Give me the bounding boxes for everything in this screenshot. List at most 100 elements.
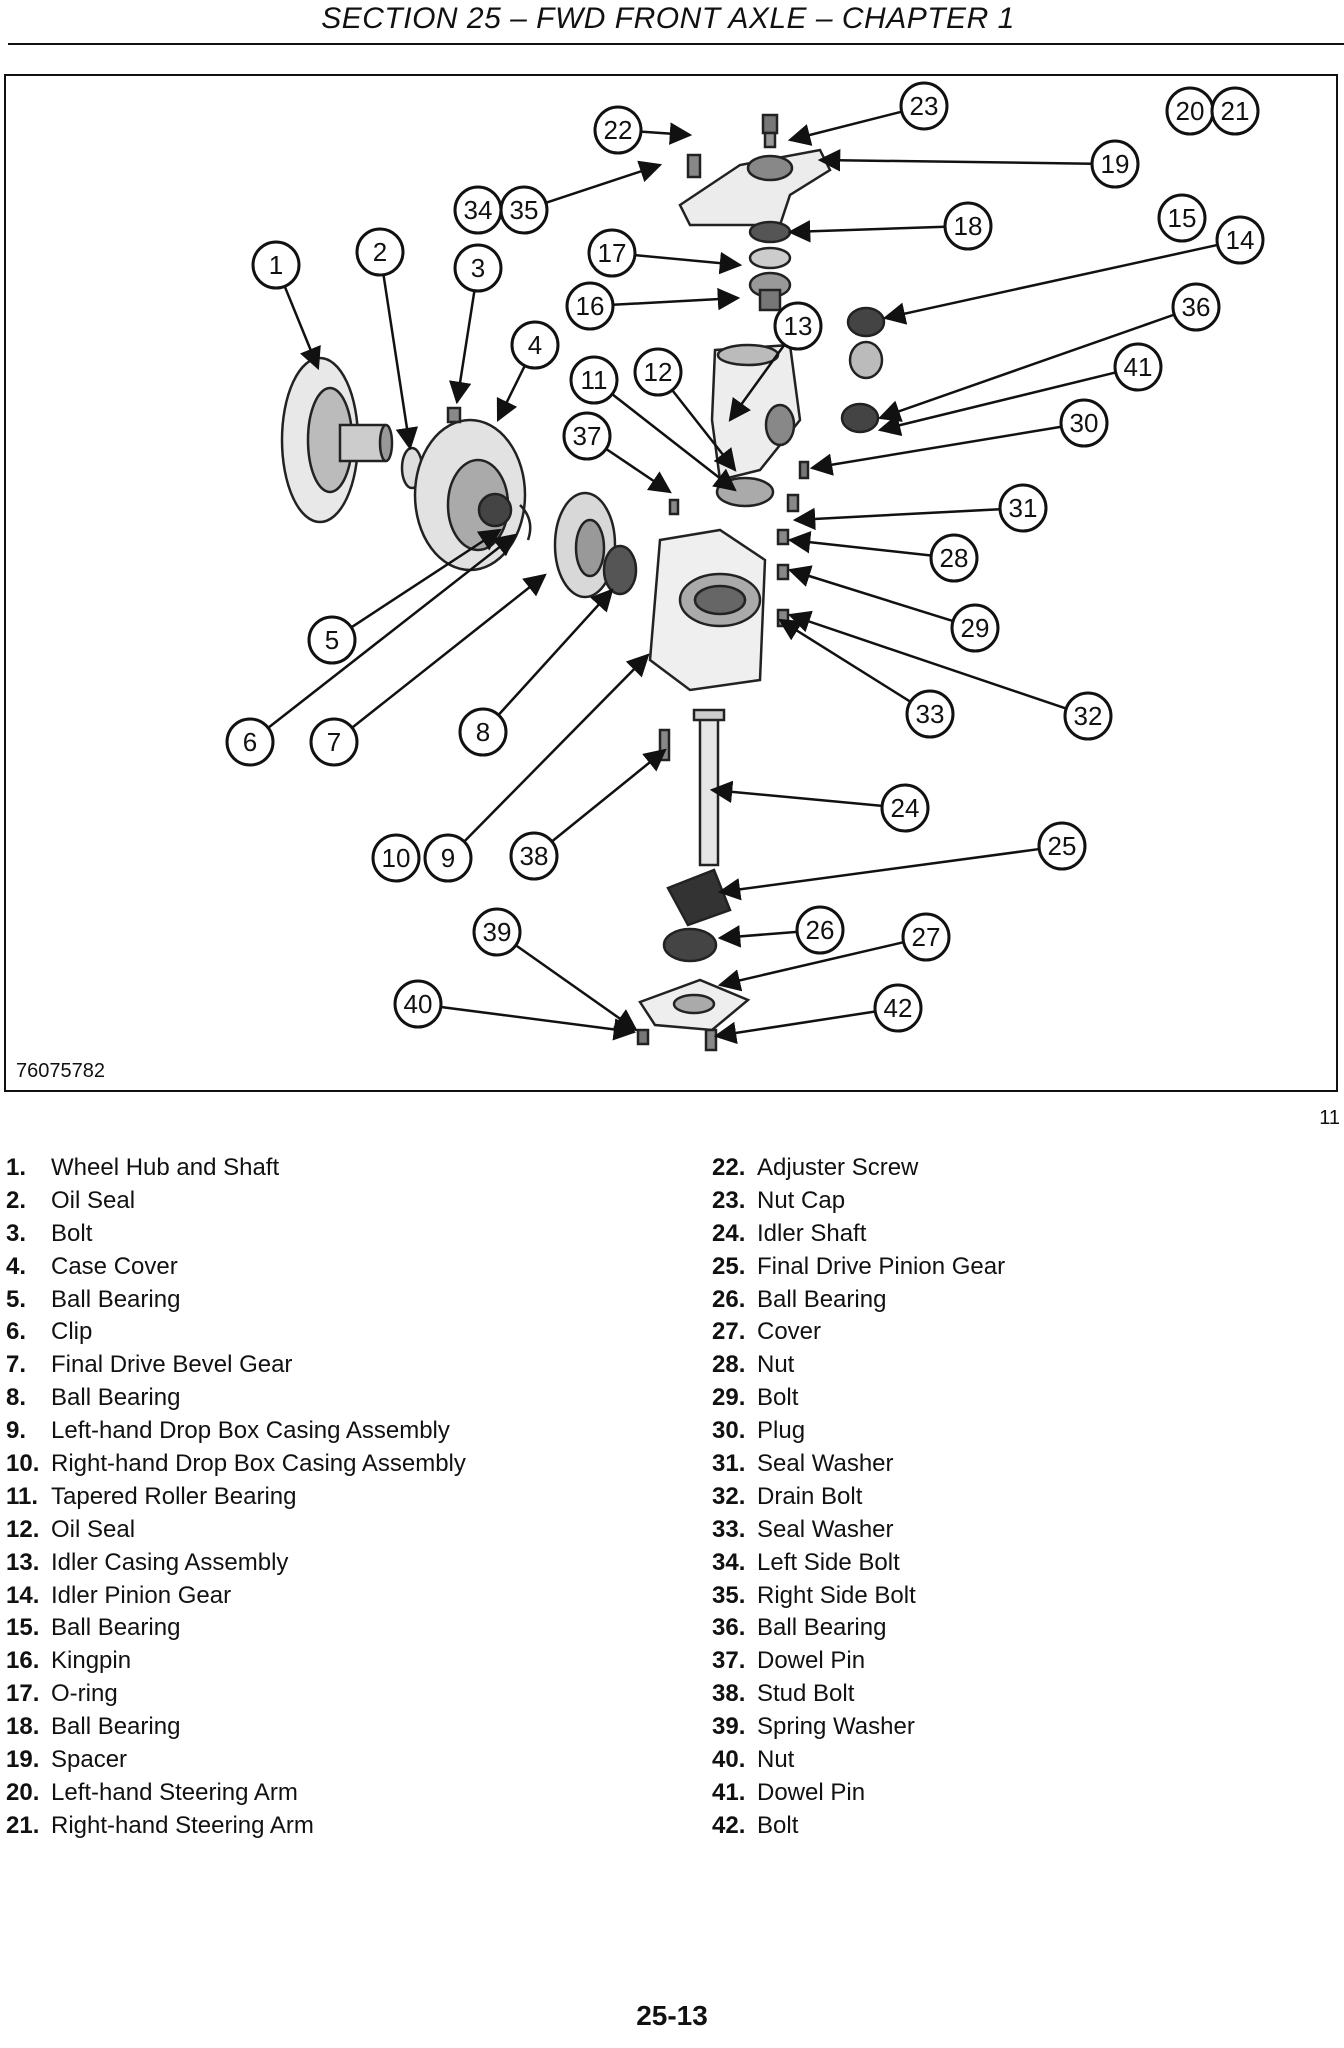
callout-label: 19 xyxy=(1101,149,1130,179)
legend-number: 18. xyxy=(6,1713,40,1741)
callout-label: 6 xyxy=(243,727,257,757)
legend-number: 20. xyxy=(6,1778,40,1806)
callout-circle xyxy=(355,227,405,277)
callout-label: 41 xyxy=(1124,352,1153,382)
idler-shaft-part xyxy=(692,708,726,867)
callout-leader-line xyxy=(515,944,638,1032)
callout-leader-line xyxy=(351,573,547,729)
callout-circle xyxy=(569,355,619,405)
legend-number: 26. xyxy=(712,1285,746,1313)
legend-label: Stud Bolt xyxy=(757,1680,855,1708)
legend-item: 7. Final Drive Bevel Gear xyxy=(6,1349,466,1382)
legend-item: 31.Seal Washer xyxy=(712,1448,1005,1481)
legend-number: 41. xyxy=(712,1778,746,1806)
legend-number: 42. xyxy=(712,1811,746,1839)
callout-circle xyxy=(899,81,949,131)
clip-part xyxy=(519,504,532,541)
callout-leader-line xyxy=(497,588,614,716)
callout-leader-line xyxy=(778,618,912,703)
callout-circle xyxy=(251,240,301,290)
legend-number: 7. xyxy=(6,1351,27,1379)
legend-item: 37.Dowel Pin xyxy=(712,1645,1005,1678)
legend-item: 29.Bolt xyxy=(712,1382,1005,1415)
legend-number: 1. xyxy=(6,1154,27,1181)
legend-item: 20. Left-hand Steering Arm xyxy=(6,1777,466,1810)
legend-label: Kingpin xyxy=(51,1647,132,1675)
legend-number: 15. xyxy=(6,1614,40,1642)
callout-circle xyxy=(499,185,549,235)
callout-label: 21 xyxy=(1221,96,1250,126)
callout-leader-line xyxy=(787,531,932,557)
callout-circle xyxy=(1157,193,1207,243)
callout-leader-line xyxy=(728,343,786,422)
callout-label: 37 xyxy=(573,421,602,451)
legend-label: Final Drive Pinion Gear xyxy=(757,1252,1006,1280)
callout-circle xyxy=(309,717,359,767)
callout-leader-line xyxy=(671,389,737,472)
legend-label: Ball Bearing xyxy=(51,1384,181,1412)
legend-item: 34.Left Side Bolt xyxy=(712,1547,1005,1580)
legend-number: 38. xyxy=(712,1680,746,1708)
callout-label: 27 xyxy=(912,922,941,952)
nut-part xyxy=(636,1028,650,1046)
figure-code: 76075782 xyxy=(16,1060,105,1082)
legend-label: Left-hand Steering Arm xyxy=(51,1778,298,1806)
callout-leader-line xyxy=(449,290,476,405)
legend-number: 12. xyxy=(6,1515,40,1543)
callout-leader-line xyxy=(877,371,1116,437)
callout-leader-line xyxy=(882,243,1218,325)
legend-number: 10. xyxy=(6,1450,40,1478)
legend-label: Ball Bearing xyxy=(51,1285,181,1313)
legend-number: 22. xyxy=(712,1154,746,1181)
callout-leader-line xyxy=(709,780,883,808)
legend-label: Final Drive Bevel Gear xyxy=(51,1351,293,1379)
idler-pinion-gear-part xyxy=(848,340,884,380)
legend-item: 21.Right-hand Steering Arm xyxy=(6,1810,466,1843)
pinion-gear-part xyxy=(666,868,732,927)
callout-leader-line xyxy=(792,507,1001,531)
legend-item: 42. Bolt xyxy=(712,1810,1005,1843)
callout-circle xyxy=(371,833,421,883)
legend-item: 18.Ball Bearing xyxy=(6,1711,466,1744)
callout-leader-line xyxy=(717,925,798,948)
legend-item: 41.Dowel Pin xyxy=(712,1777,1005,1810)
legend-label: Adjuster Screw xyxy=(757,1154,919,1181)
legend-number: 23. xyxy=(712,1186,746,1214)
legend-number: 9. xyxy=(6,1417,27,1445)
legend-item: 22. Adjuster Screw xyxy=(712,1152,1005,1185)
legend-number: 34. xyxy=(712,1548,746,1576)
legend-item: 6.Clip xyxy=(6,1316,466,1349)
ball-bearing-26-part xyxy=(662,927,718,963)
callout-label: 13 xyxy=(784,311,813,341)
callout-leader-line xyxy=(382,274,419,451)
legend-item: 12.Oil Seal xyxy=(6,1514,466,1547)
bolt-part xyxy=(704,1028,718,1052)
callout-circle xyxy=(901,912,951,962)
legend-item: 25.Final Drive Pinion Gear xyxy=(712,1251,1005,1284)
callout-leader-line xyxy=(640,122,693,145)
legend-label: Bolt xyxy=(757,1811,799,1839)
legend-number: 2. xyxy=(6,1186,27,1214)
callout-leader-line xyxy=(463,653,650,843)
legend-number: 14. xyxy=(6,1581,40,1609)
ball-bearing-15-part xyxy=(846,306,886,338)
legend-label: Left-hand Drop Box Casing Assembly xyxy=(51,1417,450,1445)
callout-circle xyxy=(1171,282,1221,332)
legend-item: 3.Bolt xyxy=(6,1218,466,1251)
legend-number: 11. xyxy=(6,1482,39,1510)
legend-label: Idler Pinion Gear xyxy=(51,1581,232,1609)
legend-item: 26.Ball Bearing xyxy=(712,1284,1005,1317)
callout-circle xyxy=(393,979,443,1029)
legend-item: 23.Nut Cap xyxy=(712,1185,1005,1218)
legend-item: 11.Tapered Roller Bearing xyxy=(6,1481,466,1514)
legend-number: 39. xyxy=(712,1713,746,1741)
callout-circle xyxy=(943,201,993,251)
legend-label: Wheel Hub and Shaft xyxy=(51,1154,280,1181)
legend-item: 13.Idler Casing Assembly xyxy=(6,1547,466,1580)
callout-label: 39 xyxy=(483,917,512,947)
legend-item: 24.Idler Shaft xyxy=(712,1218,1005,1251)
legend-label: Right-hand Steering Arm xyxy=(51,1811,314,1839)
legend-item: 2.Oil Seal xyxy=(6,1185,466,1218)
legend-label: O-ring xyxy=(51,1680,118,1708)
legend-label: Cover xyxy=(757,1318,822,1346)
